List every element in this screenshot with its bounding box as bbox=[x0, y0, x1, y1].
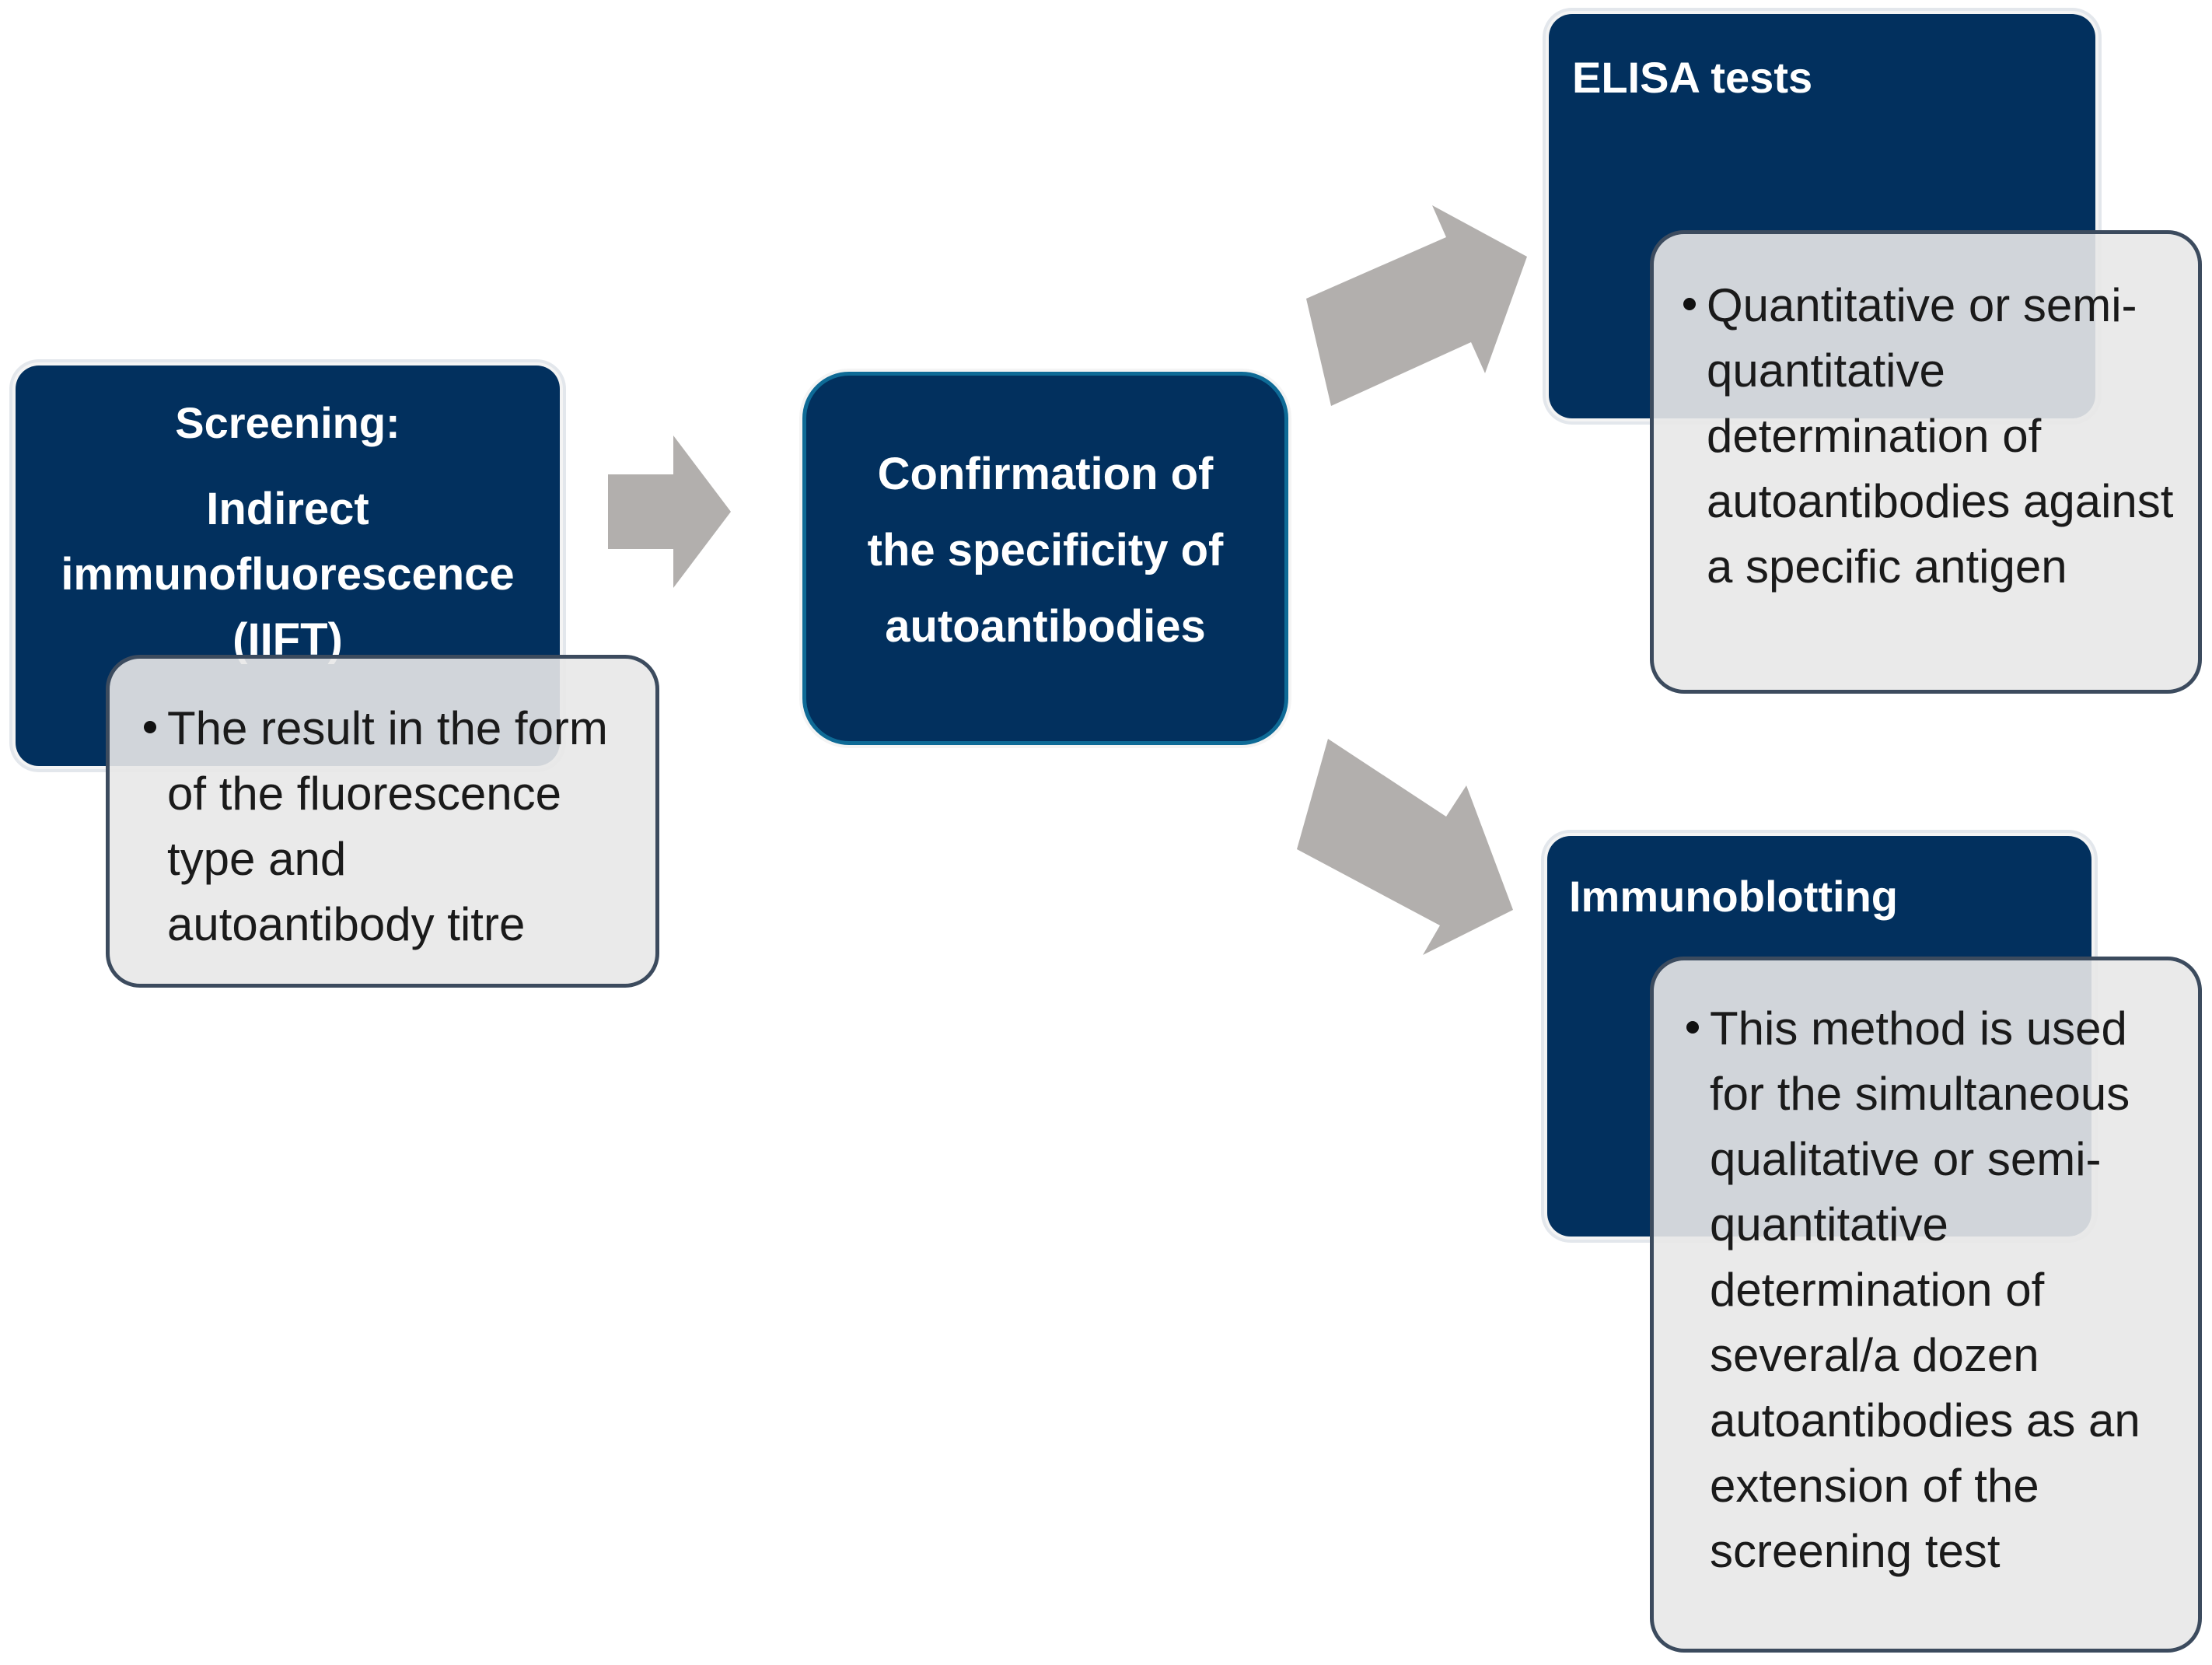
immunoblotting-detail-text: This method is used for the simultaneous… bbox=[1710, 1002, 2140, 1577]
confirmation-box: Confirmation of the specificity of autoa… bbox=[802, 372, 1288, 745]
elisa-label: ELISA tests bbox=[1572, 53, 1813, 102]
screening-label: Screening: bbox=[175, 398, 400, 447]
screening-detail-box: The result in the form of the fluorescen… bbox=[106, 655, 659, 988]
screening-box: Screening: Indirect immunofluorescence (… bbox=[16, 366, 560, 766]
bullet-icon bbox=[144, 721, 156, 733]
screening-detail-text: The result in the form of the fluorescen… bbox=[167, 702, 608, 950]
elisa-detail-box: Quantitative or semi-quantitative determ… bbox=[1650, 230, 2202, 694]
arrow-confirmation-to-elisa bbox=[1306, 205, 1527, 406]
bullet-icon bbox=[1683, 298, 1696, 310]
screening-method: Indirect immunofluorescence (IIFT) bbox=[61, 484, 515, 666]
immunoblotting-detail-box: This method is used for the simultaneous… bbox=[1650, 957, 2202, 1653]
elisa-detail-text: Quantitative or semi-quantitative determ… bbox=[1707, 279, 2174, 593]
immunoblotting-label: Immunoblotting bbox=[1569, 872, 1899, 921]
arrow-screening-to-confirmation bbox=[608, 435, 731, 588]
confirmation-label: Confirmation of the specificity of autoa… bbox=[867, 449, 1224, 652]
bullet-icon bbox=[1686, 1021, 1699, 1034]
arrow-confirmation-to-immunoblotting bbox=[1297, 739, 1513, 955]
